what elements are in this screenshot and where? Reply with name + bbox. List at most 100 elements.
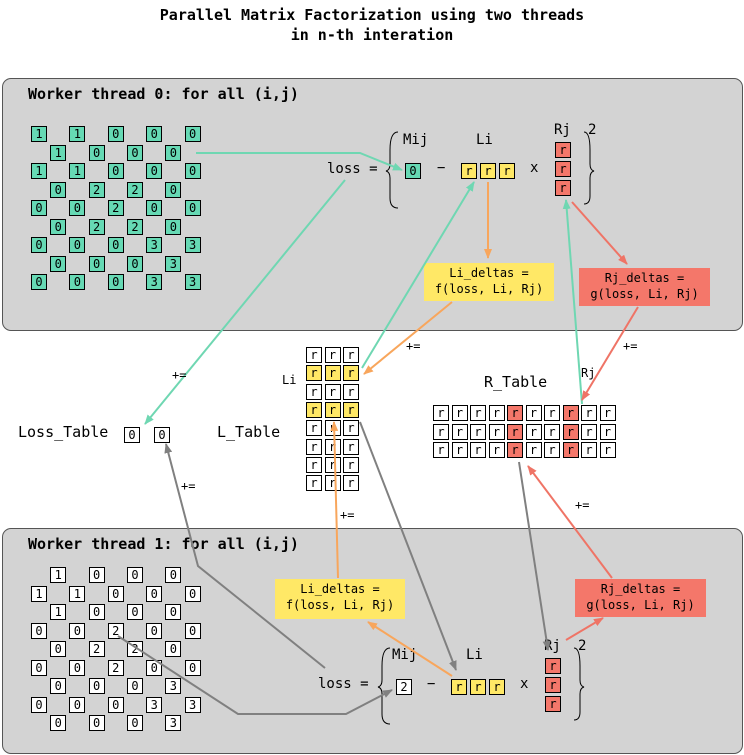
matrix-cell: 0 [88,678,105,694]
w1-li-label: Li [466,647,483,663]
matrix-cell: 3 [165,715,182,731]
matrix-cell: 0 [88,255,105,272]
matrix-cell: 0 [31,659,47,676]
l-table-cell: r [306,475,322,492]
w0-rj-deltas-line1: Rj_deltas = [604,271,685,285]
r-table-cell: r [470,405,486,421]
li-cell: r [480,163,496,179]
l-table-cell: r [306,383,322,400]
matrix-cell: 0 [88,604,105,620]
matrix-cell: 3 [184,696,201,713]
w1-rj-deltas-line2: g(loss, Li, Rj) [586,598,695,612]
matrix-cell: 0 [127,678,143,694]
matrix-cell: 0 [69,696,86,713]
w0-rj-deltas-box: Rj_deltas = g(loss, Li, Rj) [579,268,710,306]
l-table-cell: r [343,420,359,437]
l-table-cell: r [324,365,341,382]
matrix-cell: 0 [107,585,124,602]
matrix-cell: 0 [31,622,47,639]
l-table-label: L_Table [217,423,281,441]
matrix-cell: 0 [88,567,105,583]
matrix-cell: 2 [88,641,105,657]
w0-li-deltas-line1: Li_deltas = [449,266,529,280]
w1-deltas-to-rtable-arrow [527,465,613,579]
matrix-cell: 0 [184,126,201,142]
l-table-cell: r [306,456,322,473]
w0-deltas-to-rtable-arrow [581,306,639,401]
w1-times-sign: x [520,676,529,692]
matrix-cell: 3 [165,255,182,272]
r-table-col-label: Rj [581,366,596,380]
li-cell: r [489,679,505,695]
r-table-cell: r [451,405,468,421]
matrix-cell: 2 [88,181,105,198]
worker-thread-0-title: Worker thread 0: for all (i,j) [28,85,299,103]
l-table-cell: r [324,438,341,455]
matrix-cell: 0 [50,255,67,272]
w1-li-deltas-line1: Li_deltas = [300,582,380,596]
l-table-cell: r [343,438,359,455]
plus-eq-label-6: += [575,498,590,512]
l-table-cell: r [343,383,359,400]
li-cell: r [470,679,486,695]
r-table-cell: r [562,442,579,458]
w1-loss-label: loss = [318,676,369,692]
matrix-cell: 0 [69,659,86,676]
matrix-cell: 0 [146,622,163,639]
matrix-cell: 0 [50,641,67,657]
plus-eq-label-4: += [181,479,196,493]
w1-li-deltas-line2: f(loss, Li, Rj) [285,598,395,612]
title-line-1: Parallel Matrix Factorization using two … [159,6,585,24]
w0-mij-label: Mij [403,132,429,148]
loss-table-label: Loss_Table [18,423,109,441]
rj-cell: r [555,142,571,158]
w0-ltable-to-li-arrow [361,181,475,369]
w1-left-brace [377,647,391,725]
matrix-cell: 0 [50,678,67,694]
r-table-label: R_Table [484,373,548,391]
l-table-cell: r [306,438,322,455]
matrix-cell: 1 [69,585,86,602]
matrix-cell: 0 [165,641,182,657]
w1-rj-to-deltas-arrow [565,617,604,641]
matrix-cell: 0 [107,274,124,290]
r-table-cell: r [581,405,597,421]
plus-eq-label-1: += [172,368,187,382]
r-table-cell: r [470,442,486,458]
matrix-cell: 1 [31,126,47,142]
l-table-cell: r [343,365,359,382]
matrix-cell: 3 [146,696,163,713]
w1-power: 2 [578,638,587,654]
w0-rj-label: Rj [554,122,571,138]
w1-mij-label: Mij [392,647,418,663]
matrix-cell: 1 [31,163,47,179]
matrix-cell: 1 [50,567,67,583]
w0-rtable-to-rj-arrow [562,199,583,405]
matrix-cell: 0 [31,200,47,216]
matrix-cell: 0 [146,585,163,602]
li-cell: r [461,163,477,179]
l-table-cell: r [306,420,322,437]
r-table-cell: r [433,423,449,440]
matrix-cell: 0 [107,163,124,179]
matrix-cell: 0 [165,218,182,235]
l-table-cell: r [306,347,322,363]
r-table-cell: r [470,423,486,440]
r-table-cell: r [562,423,579,440]
matrix-cell: 0 [184,200,201,216]
matrix-cell: 2 [107,659,124,676]
matrix-cell: 0 [184,585,201,602]
r-table-cell: r [507,405,523,421]
l-table-cell: r [343,401,359,418]
w1-mij-cell: 2 [396,679,412,695]
matrix-cell: 3 [146,237,163,253]
matrix-cell: 0 [107,237,124,253]
matrix-cell: 3 [146,274,163,290]
matrix-cell: 0 [69,622,86,639]
w0-loss-to-losstable-arrow [144,179,346,425]
w0-power: 2 [588,122,597,138]
matrix-cell: 0 [69,274,86,290]
loss-table-cell-0: 0 [124,427,140,443]
rj-cell: r [555,180,571,196]
